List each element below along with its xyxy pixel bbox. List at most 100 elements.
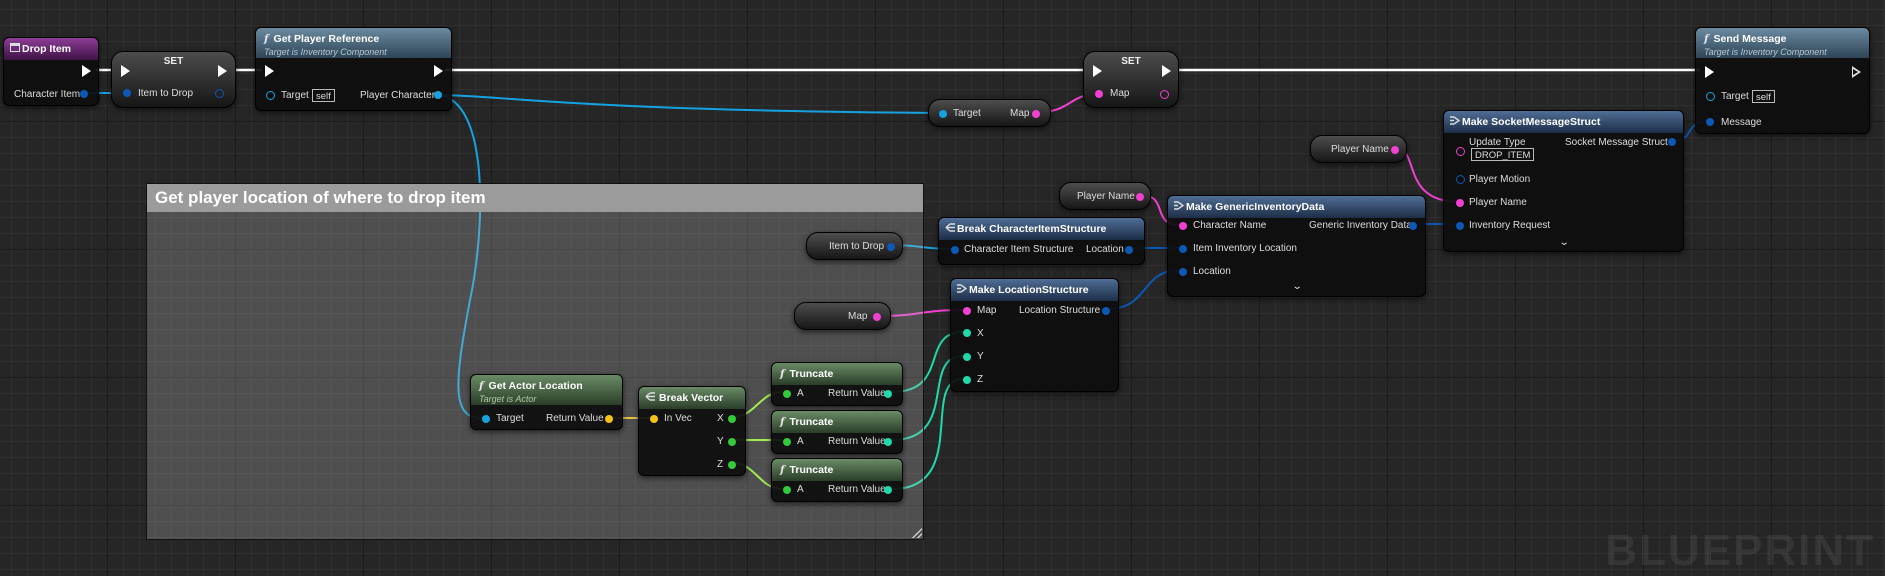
break-struct-icon — [945, 223, 955, 232]
map-out-pin[interactable] — [1032, 110, 1040, 118]
z-out-pin[interactable] — [728, 461, 736, 469]
location-in-pin[interactable] — [1179, 268, 1187, 276]
a-in-pin[interactable] — [783, 486, 791, 494]
pin-label: Map — [977, 305, 997, 316]
target-pin[interactable] — [266, 91, 275, 100]
update-type-value[interactable]: DROP_ITEM — [1471, 148, 1535, 161]
player-name-variable[interactable]: Player Name — [1059, 182, 1151, 210]
a-in-pin[interactable] — [783, 438, 791, 446]
make-generic-inventory-data-node[interactable]: Make GenericInventoryData Character Name… — [1167, 195, 1426, 297]
y-in-pin[interactable] — [963, 353, 971, 361]
player-name-in-pin[interactable] — [1456, 199, 1464, 207]
character-name-pin[interactable] — [1179, 222, 1187, 230]
x-out-pin[interactable] — [728, 415, 736, 423]
node-title: Get Actor Location — [488, 380, 583, 392]
map-in-pin[interactable] — [1095, 90, 1103, 98]
exec-out-pin[interactable] — [218, 65, 227, 77]
item-to-drop-variable[interactable]: Item to Drop — [806, 232, 903, 260]
break-vector-node[interactable]: Break Vector In Vec X Y Z — [638, 386, 746, 476]
exec-out-pin[interactable] — [82, 65, 91, 77]
function-icon: f — [479, 380, 484, 392]
drop-item-event-node[interactable]: Drop Item Character Item — [3, 37, 99, 106]
target-pin[interactable] — [939, 110, 947, 118]
y-out-pin[interactable] — [728, 438, 736, 446]
node-subtitle: Target is Inventory Component — [264, 47, 387, 57]
in-vec-pin[interactable] — [650, 415, 658, 423]
player-character-pin[interactable] — [434, 91, 442, 99]
location-structure-out-pin[interactable] — [1102, 307, 1110, 315]
socket-message-struct-out-pin[interactable] — [1668, 138, 1676, 146]
item-to-drop-out-pin[interactable] — [215, 89, 224, 98]
pin-label: X — [717, 413, 724, 424]
pin-label: Target — [1721, 91, 1749, 102]
inventory-request-pin[interactable] — [1456, 222, 1464, 230]
make-socket-message-struct-node[interactable]: Make SocketMessageStruct Update Type DRO… — [1443, 110, 1684, 252]
message-pin[interactable] — [1706, 118, 1714, 126]
x-in-pin[interactable] — [963, 329, 971, 337]
return-value-pin[interactable] — [884, 438, 892, 446]
make-location-structure-node[interactable]: Make LocationStructure Map X Y Z Locatio… — [950, 278, 1119, 392]
self-default-value[interactable]: self — [312, 89, 335, 102]
exec-out-pin[interactable] — [1852, 66, 1861, 78]
pin-label: Player Name — [1331, 144, 1389, 155]
player-motion-pin[interactable] — [1456, 175, 1465, 184]
exec-out-pin[interactable] — [434, 65, 443, 77]
character-item-pin[interactable] — [80, 90, 88, 98]
chevron-down-icon[interactable]: ⌄ — [1558, 237, 1570, 248]
map-variable[interactable]: Map — [794, 302, 891, 330]
comment-box[interactable]: Get player location of where to drop ite… — [146, 183, 924, 540]
z-in-pin[interactable] — [963, 376, 971, 384]
generic-inventory-data-out-pin[interactable] — [1409, 222, 1417, 230]
item-to-drop-in-pin[interactable] — [123, 89, 131, 97]
target-pin[interactable] — [482, 415, 490, 423]
exec-in-pin[interactable] — [265, 65, 274, 77]
pin-label: Inventory Request — [1469, 220, 1551, 231]
a-in-pin[interactable] — [783, 390, 791, 398]
update-type-pin[interactable] — [1456, 147, 1465, 156]
exec-in-pin[interactable] — [1705, 66, 1714, 78]
break-character-item-structure-node[interactable]: Break CharacterItemStructure Character I… — [938, 217, 1145, 265]
pin-label: Map — [1010, 108, 1030, 119]
player-name-out-pin[interactable] — [1391, 146, 1399, 154]
character-item-structure-pin[interactable] — [951, 246, 959, 254]
return-value-pin[interactable] — [884, 390, 892, 398]
map-out-pin[interactable] — [873, 313, 881, 321]
comment-title[interactable]: Get player location of where to drop ite… — [147, 184, 923, 212]
location-out-pin[interactable] — [1125, 246, 1133, 254]
pin-label: Player Name — [1469, 197, 1527, 208]
pin-label: Y — [977, 351, 984, 362]
chevron-down-icon[interactable]: ⌄ — [1291, 281, 1303, 292]
item-inventory-location-pin[interactable] — [1179, 245, 1187, 253]
pin-label: Location — [1086, 244, 1124, 255]
map-in-pin[interactable] — [963, 307, 971, 315]
return-value-pin[interactable] — [605, 415, 613, 423]
node-title: Truncate — [789, 368, 834, 380]
exec-in-pin[interactable] — [121, 65, 130, 77]
exec-in-pin[interactable] — [1093, 65, 1102, 77]
map-out-pin[interactable] — [1160, 90, 1169, 99]
return-value-pin[interactable] — [884, 486, 892, 494]
player-name-out-pin[interactable] — [1136, 193, 1144, 201]
target-pin[interactable] — [1706, 92, 1715, 101]
pin-label: Target — [953, 108, 981, 119]
exec-out-pin[interactable] — [1162, 65, 1171, 77]
set-item-to-drop-node[interactable]: SET Item to Drop — [111, 51, 236, 108]
player-name-variable[interactable]: Player Name — [1310, 135, 1407, 163]
self-default-value[interactable]: self — [1752, 90, 1775, 103]
set-map-node[interactable]: SET Map — [1083, 51, 1179, 108]
get-map-node[interactable]: Target Map — [928, 99, 1051, 127]
make-struct-icon — [1450, 116, 1460, 125]
item-to-drop-out-pin[interactable] — [887, 243, 895, 251]
pin-label: Return Value — [828, 484, 886, 495]
node-title: Make LocationStructure — [969, 284, 1089, 296]
resize-grip-icon[interactable] — [912, 528, 922, 538]
node-title: SET — [1121, 56, 1141, 67]
make-struct-icon — [1174, 201, 1184, 210]
